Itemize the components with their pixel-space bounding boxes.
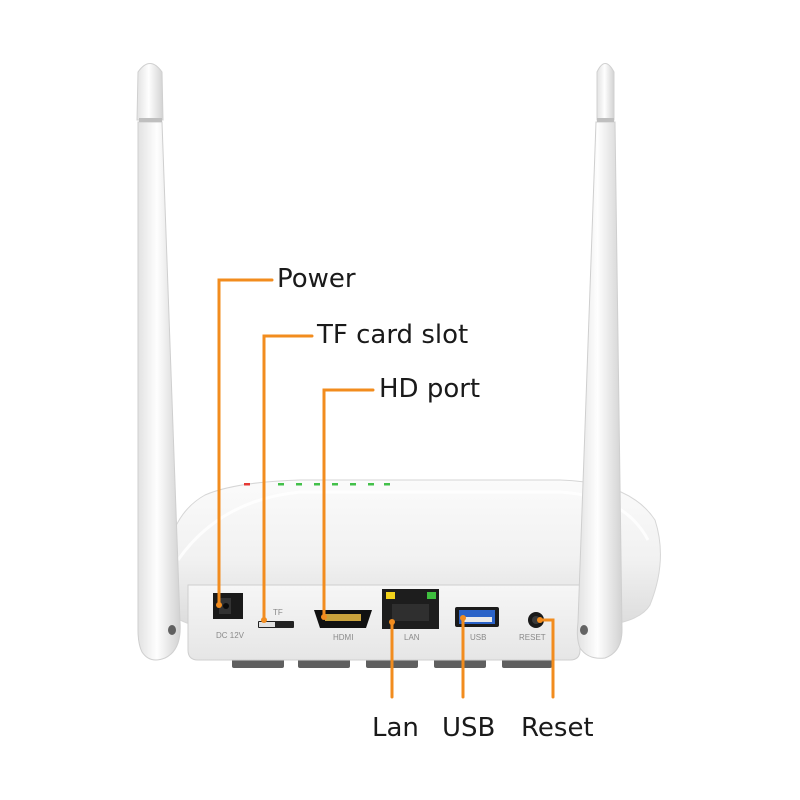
led-green — [278, 483, 284, 486]
callout-lines — [217, 278, 555, 699]
label-reset: RESET — [519, 633, 546, 642]
label-usb: USB — [470, 633, 486, 642]
label-lan: LAN — [404, 633, 420, 642]
antenna-left — [136, 63, 181, 661]
port-hdmi — [314, 610, 372, 628]
label-tf: TF — [273, 608, 283, 617]
led-green — [296, 483, 302, 486]
callout-lan: Lan — [372, 713, 419, 743]
port-usb — [455, 607, 499, 627]
callout-power: Power — [277, 264, 356, 294]
label-dc-12v: DC 12V — [216, 631, 245, 640]
led-green — [368, 483, 374, 486]
callout-usb: USB — [442, 713, 496, 743]
callout-hd-port: HD port — [379, 374, 481, 404]
led-green — [350, 483, 356, 486]
callout-tf-card-slot: TF card slot — [317, 320, 469, 350]
callout-line-reset — [538, 618, 555, 699]
led-green — [332, 483, 338, 486]
led-green — [314, 483, 320, 486]
status-leds — [244, 483, 390, 486]
callout-line-hd — [322, 388, 375, 619]
led-red — [244, 483, 250, 486]
callout-line-tf — [262, 334, 314, 622]
callout-line-power — [217, 278, 274, 607]
port-tf-card-slot — [258, 621, 294, 628]
callout-dots — [216, 602, 543, 625]
callout-reset: Reset — [521, 713, 594, 743]
label-hdmi: HDMI — [333, 633, 353, 642]
antenna-right — [576, 63, 623, 659]
router-body — [164, 479, 661, 668]
led-green — [384, 483, 390, 486]
